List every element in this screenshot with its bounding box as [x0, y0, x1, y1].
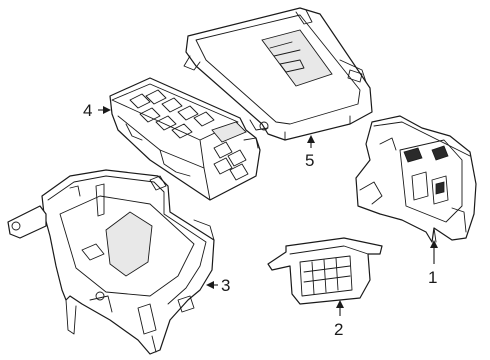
callout-4: 4 — [83, 101, 92, 120]
callout-2: 2 — [334, 320, 343, 339]
callout-labels: 1 2 3 4 5 — [83, 101, 437, 339]
part-5-cover — [183, 7, 373, 141]
part-4-fuse-block — [109, 77, 261, 201]
callout-5: 5 — [305, 151, 314, 170]
part-3-housing — [7, 169, 215, 355]
callout-1: 1 — [428, 268, 437, 287]
callout-3: 3 — [221, 276, 230, 295]
part-1-relay-assembly — [355, 115, 477, 243]
part-2-bracket — [267, 237, 383, 305]
callout-leaders — [98, 106, 438, 316]
